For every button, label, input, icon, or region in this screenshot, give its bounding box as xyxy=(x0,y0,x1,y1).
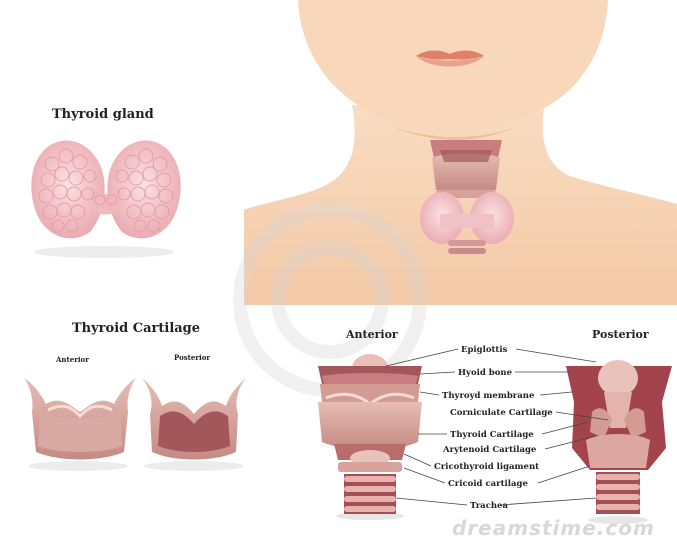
label-corniculate-cartilage: Corniculate Cartilage xyxy=(450,408,553,418)
isthmus xyxy=(92,188,120,215)
thyroid-gland-illustration xyxy=(31,140,180,258)
label-hyoid-bone: Hyoid bone xyxy=(458,368,513,378)
right-lobe xyxy=(107,140,180,238)
cartilage-anterior-illustration xyxy=(24,378,136,471)
face xyxy=(298,0,608,133)
anterior-trachea xyxy=(344,474,396,514)
thyroid-cartilage-title: Thyroid Cartilage xyxy=(72,321,200,336)
thyroid-gland-title: Thyroid gland xyxy=(52,107,154,122)
label-epiglottis: Epiglottis xyxy=(461,345,508,355)
larynx-posterior-title: Posterior xyxy=(592,328,649,341)
label-arytenoid-cartilage: Arytenoid Cartilage xyxy=(442,445,537,455)
watermark-text: dreamstime.com xyxy=(452,516,655,540)
larynx-anterior-illustration xyxy=(318,354,422,520)
cartilage-anterior-label: Anterior xyxy=(55,355,89,364)
cartilage-posterior-label: Posterior xyxy=(174,353,210,362)
label-thyroyd-membrane: Thyroyd membrane xyxy=(442,391,535,401)
cartilage-posterior-illustration xyxy=(142,378,246,471)
label-cricoid-cartilage: Cricoid cartilage xyxy=(448,479,528,489)
label-cricothyroid-ligament: Cricothyroid ligament xyxy=(434,462,539,472)
label-trachea: Trachea xyxy=(470,501,508,511)
label-thyroid-cartilage: Thyroid Cartilage xyxy=(450,430,534,440)
neck-larynx xyxy=(430,140,502,198)
posterior-trachea xyxy=(596,472,640,514)
larynx-anterior-title: Anterior xyxy=(345,328,398,341)
part-labels: Epiglottis Hyoid bone Thyroyd membrane C… xyxy=(434,345,553,511)
left-lobe xyxy=(31,140,104,238)
